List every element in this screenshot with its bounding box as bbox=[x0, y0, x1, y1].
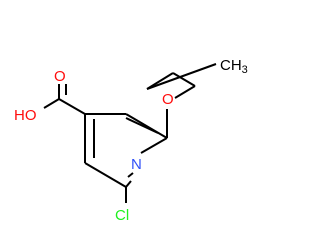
bond-ring-c6-c5 bbox=[125, 113, 168, 139]
chlorine-label: Cl bbox=[115, 207, 129, 224]
bond-ring-c3-c2 bbox=[84, 162, 127, 188]
ring-nitrogen-label: N bbox=[131, 156, 142, 173]
methyl-label: CH3 bbox=[220, 57, 248, 76]
bond-chain-2 bbox=[146, 72, 174, 90]
bond-chain-1 bbox=[172, 72, 196, 87]
molecule-structure: HO O O N Cl CH3 bbox=[14, 57, 248, 224]
bonds bbox=[43, 63, 217, 203]
ether-oxygen-label: O bbox=[162, 91, 174, 108]
structure-canvas: HO O O N Cl CH3 bbox=[14, 57, 248, 224]
bond-ring-c2-n-inner bbox=[127, 172, 134, 178]
bond-chain-3 bbox=[146, 63, 217, 90]
bond-ring-n-c6 bbox=[140, 137, 168, 154]
bond-ring-c2-n bbox=[125, 180, 132, 188]
bond-carboxyl-oh bbox=[43, 98, 60, 109]
bond-c4-carboxyl bbox=[58, 98, 86, 115]
bond-ring-c6-c5-inner bbox=[125, 117, 159, 134]
carbonyl-oxygen-label: O bbox=[54, 68, 66, 85]
hydroxyl-label: HO bbox=[14, 107, 37, 124]
atom-labels: HO O O N Cl CH3 bbox=[14, 57, 248, 224]
bond-o-ch2 bbox=[174, 85, 196, 99]
